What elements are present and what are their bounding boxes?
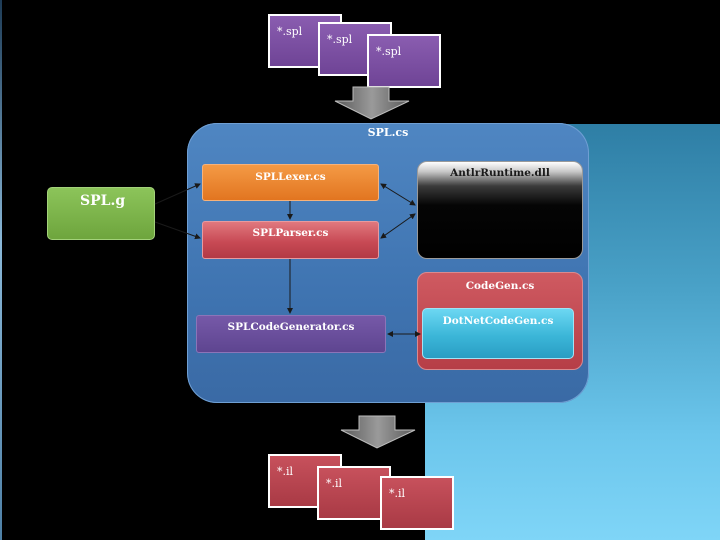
spl-g-box: SPL.g xyxy=(47,187,155,240)
connector-grammar-lexer xyxy=(154,183,201,205)
il-file-2-label: *.il xyxy=(326,477,343,490)
spl-lexer-label: SPLLexer.cs xyxy=(255,171,326,183)
spl-parser-box: SPLParser.cs xyxy=(202,221,379,259)
output-down-arrow xyxy=(340,415,416,449)
spl-file-3-label: *.spl xyxy=(376,45,402,58)
il-file-3-label: *.il xyxy=(389,487,406,500)
antlr-runtime-label: AntlrRuntime.dll xyxy=(450,167,550,179)
spl-file-2-label: *.spl xyxy=(327,33,353,46)
dotnet-codegen-box: DotNetCodeGen.cs xyxy=(422,308,574,359)
spl-lexer-box: SPLLexer.cs xyxy=(202,164,379,201)
input-down-arrow xyxy=(334,86,410,120)
spl-g-label: SPL.g xyxy=(80,193,126,209)
il-file-1-label: *.il xyxy=(277,465,294,478)
codegen-label: CodeGen.cs xyxy=(465,280,535,292)
spl-cs-title: SPL.cs xyxy=(367,126,409,139)
il-file-3: *.il xyxy=(380,476,454,530)
left-edge-line xyxy=(0,0,2,540)
spl-file-1-label: *.spl xyxy=(277,25,303,38)
connector-parser-runtime xyxy=(380,213,416,239)
spl-code-generator-box: SPLCodeGenerator.cs xyxy=(196,315,386,353)
spl-file-3: *.spl xyxy=(367,34,441,88)
antlr-runtime-box: AntlrRuntime.dll xyxy=(417,161,583,259)
spl-parser-label: SPLParser.cs xyxy=(252,227,329,239)
connector-grammar-parser xyxy=(154,221,201,240)
connector-lexer-runtime xyxy=(380,183,416,206)
dotnet-codegen-label: DotNetCodeGen.cs xyxy=(442,315,554,327)
spl-code-generator-label: SPLCodeGenerator.cs xyxy=(227,321,355,333)
il-file-2: *.il xyxy=(317,466,391,520)
